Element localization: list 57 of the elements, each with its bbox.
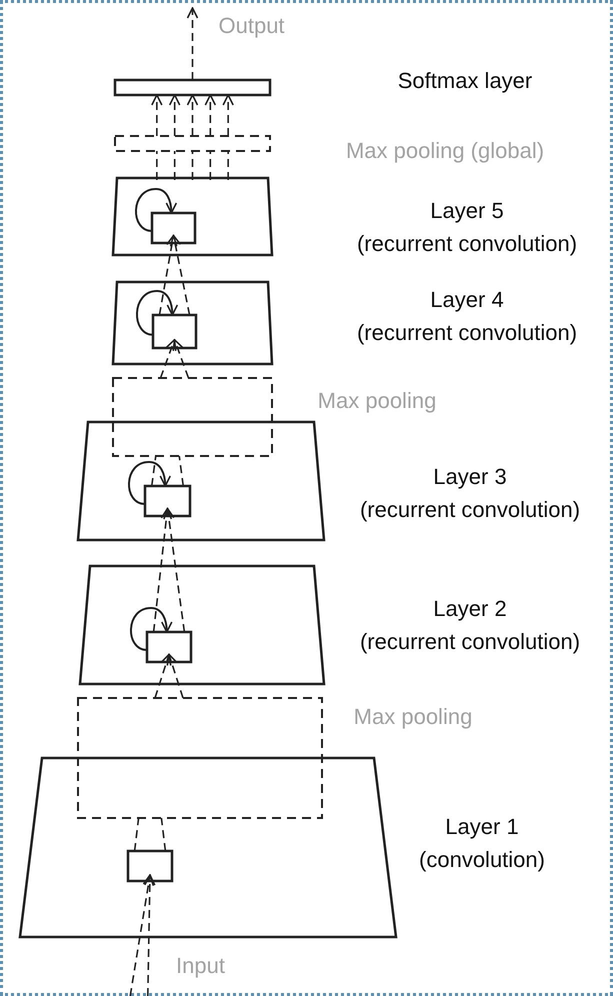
- arrow: [129, 874, 154, 996]
- arrow: [163, 508, 186, 632]
- dashed-line: [178, 456, 184, 486]
- arrow: [166, 654, 184, 698]
- pooling-box: [78, 698, 322, 818]
- layer-label: Max pooling: [318, 387, 436, 415]
- layer-label: (recurrent convolution): [356, 319, 578, 347]
- kernel-box: [152, 213, 195, 243]
- loop-arrow: [135, 188, 177, 232]
- loop-arrow: [128, 461, 171, 505]
- arrow: [172, 338, 190, 378]
- arrow: [204, 94, 216, 136]
- loop-arrow: [130, 607, 172, 651]
- layer-label: Layer 3: [433, 463, 507, 491]
- arrow: [222, 94, 234, 136]
- layer-trapezoid: [113, 178, 272, 255]
- layer-label: (recurrent convolution): [360, 496, 580, 524]
- layer-trapezoid: [20, 758, 396, 937]
- layer-trapezoid: [113, 282, 272, 364]
- arrow: [152, 508, 172, 632]
- softmax-bar: [115, 80, 270, 95]
- pooling-box: [113, 378, 272, 456]
- kernel-box: [147, 632, 191, 662]
- arrow: [151, 94, 163, 136]
- kernel-box: [153, 315, 196, 348]
- layer-label: Layer 2: [433, 595, 507, 623]
- arrow: [144, 874, 156, 996]
- arrow: [154, 654, 172, 698]
- arrow: [170, 234, 190, 316]
- dashed-line: [134, 818, 140, 852]
- dashed-line: [192, 151, 194, 180]
- layer-label: Softmax layer: [398, 67, 532, 95]
- dashed-line: [210, 151, 212, 180]
- arrow: [186, 7, 198, 80]
- loop-arrow: [136, 290, 178, 336]
- arrow: [168, 94, 180, 136]
- layer-label: (convolution): [419, 846, 545, 874]
- layer-label: Layer 1: [445, 813, 519, 841]
- layer-label: Layer 5: [430, 197, 504, 225]
- layer-trapezoid: [80, 566, 324, 684]
- dashed-line: [150, 456, 157, 486]
- arrow: [158, 234, 178, 316]
- layer-label: (recurrent convolution): [356, 230, 578, 258]
- arrow: [186, 94, 198, 136]
- kernel-box: [145, 486, 190, 516]
- pooling-box: [115, 136, 270, 151]
- dashed-line: [156, 151, 158, 180]
- arrow: [160, 338, 177, 378]
- dashed-line: [227, 151, 229, 180]
- layer-label: Layer 4: [430, 286, 504, 314]
- layer-label: Max pooling (global): [346, 137, 544, 165]
- dashed-line: [174, 151, 176, 180]
- dashed-line: [160, 818, 166, 852]
- kernel-box: [128, 851, 172, 881]
- layer-label: (recurrent convolution): [360, 628, 580, 656]
- layer-label: Max pooling: [354, 703, 472, 731]
- layer-trapezoid: [78, 422, 324, 540]
